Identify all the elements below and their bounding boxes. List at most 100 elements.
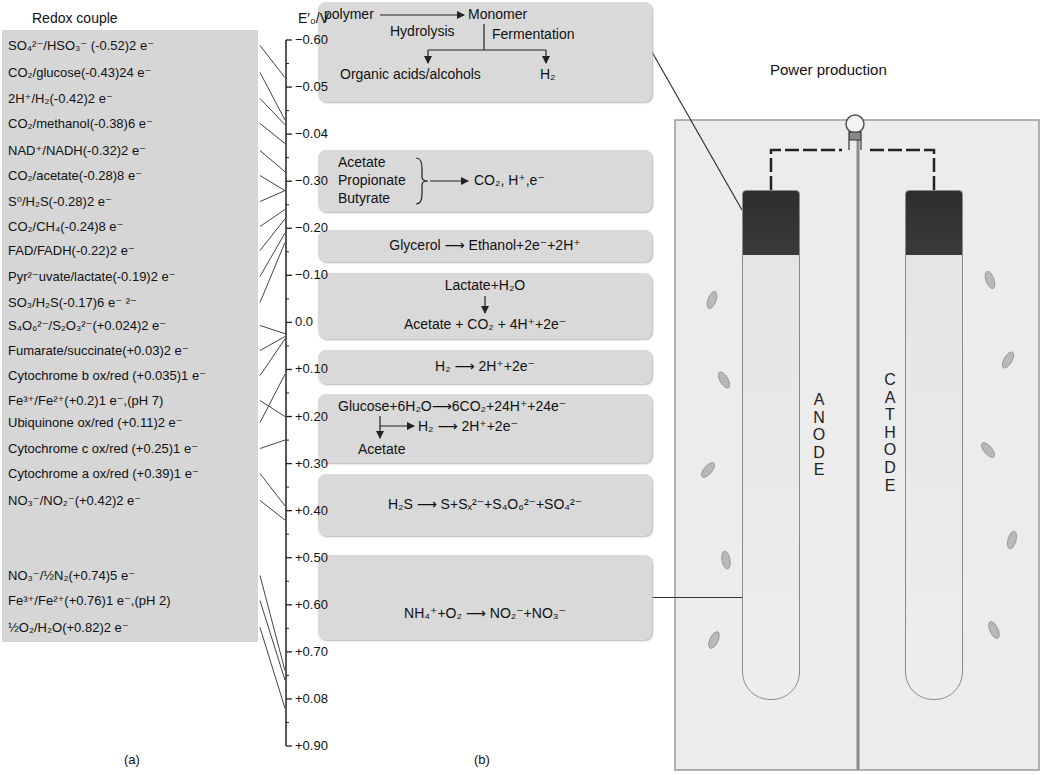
reaction-text: H₂S ⟶ S+Sₓ²⁻+S₄O₆²⁻+SO₄²⁻ — [318, 496, 652, 513]
minor-tick — [286, 534, 289, 535]
minor-tick — [286, 628, 289, 629]
major-tick — [286, 510, 292, 511]
redox-couple: ½O₂/H₂O(+0.82)2 e⁻ — [8, 620, 129, 635]
reactor-chamber — [675, 120, 1039, 770]
leader-line — [260, 46, 285, 78]
major-tick — [286, 651, 292, 652]
minor-tick — [286, 251, 289, 252]
reaction-text: Acetate — [338, 154, 385, 171]
bacterium — [987, 620, 1002, 640]
potential-scale — [286, 40, 292, 746]
leader-line — [260, 73, 285, 121]
major-tick — [286, 557, 292, 558]
wire — [771, 150, 934, 190]
reaction-arrow — [545, 50, 546, 63]
bacterium — [707, 630, 722, 650]
reaction-arrow — [430, 180, 468, 181]
leader-line — [260, 191, 285, 202]
redox-couple: FAD/FADH(-0.22)2 e⁻ — [8, 243, 135, 258]
redox-couple: CO₂/glucose(-0.43)24 e⁻ — [8, 65, 151, 80]
minor-tick — [286, 63, 289, 64]
reaction-box: Lactate+H₂OAcetate + CO₂ + 4H⁺+2e⁻ — [318, 273, 652, 339]
reaction-text: Hydrolysis — [390, 23, 455, 40]
reaction-arrow — [379, 416, 380, 438]
electrode-label: CATHODE — [882, 371, 898, 494]
redox-couple: Cytochrome a ox/red (+0.39)1 e⁻ — [8, 466, 199, 481]
redox-couple: S₄O₆²⁻/S₂O₃²⁻(+0.024)2 e⁻ — [8, 318, 166, 333]
leader-line — [260, 374, 285, 422]
reaction-line — [428, 49, 546, 50]
reaction-box: Glycerol ⟶ Ethanol+2e⁻+2H⁺ — [318, 230, 652, 262]
reaction-text: NH₄⁺+O₂ ⟶ NO₂⁻+NO₃⁻ — [318, 605, 652, 622]
major-tick — [286, 369, 292, 370]
major-tick — [286, 322, 292, 323]
bacterium — [699, 461, 717, 480]
reaction-box: NH₄⁺+O₂ ⟶ NO₂⁻+NO₃⁻ — [318, 555, 652, 640]
tick-label: +0.40 — [295, 503, 328, 519]
leader-line — [260, 151, 285, 172]
reaction-text: Acetate + CO₂ + 4H⁺+2e⁻ — [318, 316, 652, 333]
reaction-arrow — [380, 425, 414, 426]
panel-tag: (b) — [474, 752, 490, 768]
leader-line — [260, 99, 285, 125]
reaction-text: H₂ ⟶ 2H⁺+2e⁻ — [418, 418, 518, 435]
light-bulb — [846, 115, 864, 133]
minor-tick — [286, 675, 289, 676]
reaction-box: Glucose+6H₂O⟶6CO₂+24H⁺+24e⁻ H₂ ⟶ 2H⁺+2e⁻ A… — [318, 394, 652, 463]
major-tick — [286, 698, 292, 699]
minor-tick — [286, 298, 289, 299]
leader-line — [260, 628, 285, 709]
connector-line — [652, 52, 742, 210]
bacterium — [1000, 350, 1016, 370]
panel-tag: (a) — [124, 752, 140, 768]
reaction-text: H₂ — [540, 66, 556, 83]
tick-label: 0.0 — [295, 314, 313, 330]
leader-line — [260, 219, 285, 251]
reaction-arrow — [380, 14, 464, 15]
reaction-text: Glucose+6H₂O⟶6CO₂+24H⁺+24e⁻ — [338, 398, 566, 415]
reaction-box: H₂ ⟶ 2H⁺+2e⁻ — [318, 350, 652, 384]
reaction-box: H₂S ⟶ S+Sₓ²⁻+S₄O₆²⁻+SO₄²⁻ — [318, 474, 652, 536]
minor-tick — [286, 440, 289, 441]
major-tick — [286, 228, 292, 229]
leader-line — [260, 233, 285, 277]
leader-line — [260, 242, 285, 302]
minor-tick — [286, 204, 289, 205]
reaction-line — [416, 158, 428, 204]
leader-lines — [260, 46, 285, 709]
reaction-arrow — [427, 50, 428, 63]
major-tick — [286, 39, 292, 40]
tick-label: +0.50 — [295, 550, 328, 566]
reaction-box: AcetatePropionateButyrateCO₂, H⁺,e⁻ — [318, 150, 652, 212]
redox-couple: CO₂/methanol(-0.38)6 e⁻ — [8, 116, 153, 131]
redox-couple: Fe³⁺/Fe²⁺(+0.76)1 e⁻,(pH 2) — [8, 593, 171, 608]
tick-label: +0.30 — [295, 456, 328, 472]
reaction-text: Acetate — [358, 441, 405, 458]
redox-couple: CO₂/acetate(-0.28)8 e⁻ — [8, 168, 142, 183]
bacterium — [979, 441, 997, 460]
tick-label: +0.60 — [295, 597, 328, 613]
tick-label: +0.08 — [295, 691, 328, 707]
membrane — [857, 120, 860, 770]
minor-tick — [286, 110, 289, 111]
bacterium — [716, 370, 732, 390]
redox-couple: Cytochrome b ox/red (+0.035)1 e⁻ — [8, 368, 206, 383]
minor-tick — [286, 157, 289, 158]
redox-couple: NAD⁺/NADH(-0.32)2 e⁻ — [8, 143, 146, 158]
redox-couple: SO₄²⁻/HSO₃⁻ (-0.52)2 e⁻ — [8, 38, 154, 53]
major-tick — [286, 86, 292, 87]
electrode-label: ANODE — [811, 391, 827, 479]
bulb-base — [842, 132, 861, 150]
reaction-text: Organic acids/alcohols — [340, 66, 481, 83]
reaction-text: Fermentation — [492, 26, 574, 43]
major-tick — [286, 416, 292, 417]
tick-label: −0.04 — [295, 126, 328, 142]
redox-couple: NO₃⁻/NO₂⁻(+0.42)2 e⁻ — [8, 493, 141, 508]
leader-line — [260, 440, 285, 448]
major-tick — [286, 604, 292, 605]
tick-label: −0.10 — [295, 267, 328, 283]
redox-couple: Ubiquinone ox/red (+0.11)2 e⁻ — [8, 415, 183, 430]
tick-label: +0.10 — [295, 361, 328, 377]
minor-tick — [286, 345, 289, 346]
